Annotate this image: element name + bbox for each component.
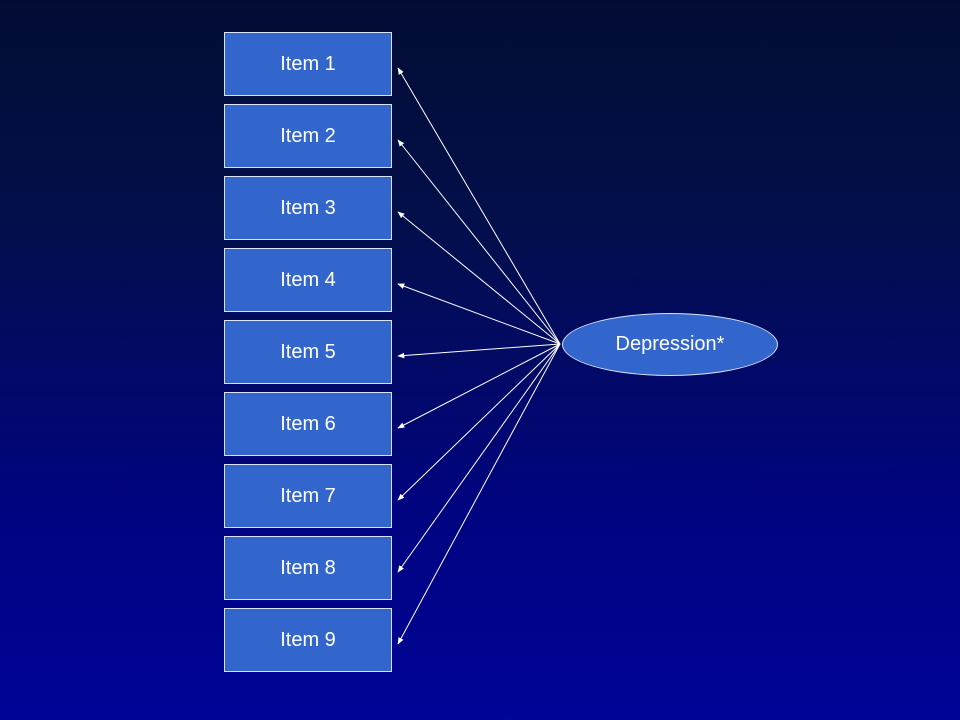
item-box-2: Item 2 — [224, 104, 392, 168]
item-box-6: Item 6 — [224, 392, 392, 456]
item-box-1: Item 1 — [224, 32, 392, 96]
item-box-8: Item 8 — [224, 536, 392, 600]
loading-arrow-item-8 — [397, 343, 561, 573]
item-label-9: Item 9 — [280, 628, 336, 651]
item-box-7: Item 7 — [224, 464, 392, 528]
item-label-4: Item 4 — [280, 268, 336, 291]
latent-depression-ellipse: Depression* — [562, 313, 778, 376]
loading-arrow-item-4 — [397, 283, 561, 345]
item-label-8: Item 8 — [280, 556, 336, 579]
latent-label: Depression* — [615, 333, 725, 355]
loading-arrow-item-2 — [397, 139, 561, 345]
item-label-7: Item 7 — [280, 484, 336, 507]
loading-arrow-item-5 — [397, 343, 561, 359]
item-label-6: Item 6 — [280, 412, 336, 435]
item-label-1: Item 1 — [280, 52, 336, 75]
item-label-3: Item 3 — [280, 196, 336, 219]
loading-arrow-item-6 — [397, 343, 561, 429]
item-box-5: Item 5 — [224, 320, 392, 384]
item-box-3: Item 3 — [224, 176, 392, 240]
item-label-5: Item 5 — [280, 340, 336, 363]
loading-arrow-item-9 — [397, 343, 561, 645]
loading-arrow-item-7 — [397, 343, 561, 501]
item-label-2: Item 2 — [280, 124, 336, 147]
item-box-4: Item 4 — [224, 248, 392, 312]
loading-arrow-item-3 — [397, 211, 561, 345]
item-box-9: Item 9 — [224, 608, 392, 672]
loading-arrow-item-1 — [397, 67, 561, 345]
